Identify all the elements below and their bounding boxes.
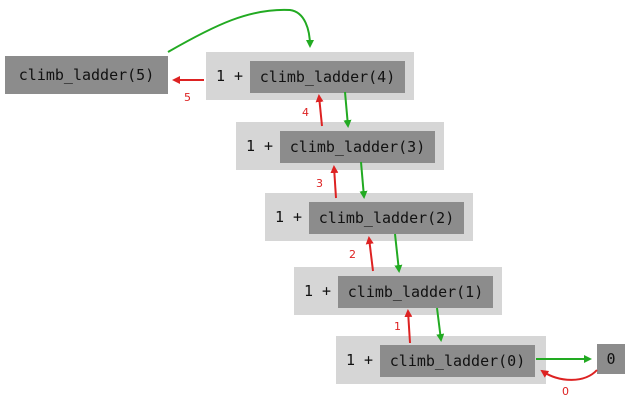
call-box-climb-ladder-0: climb_ladder(0)	[380, 345, 535, 377]
call-arrow-2-to-1	[394, 233, 403, 273]
frame-climb-ladder-4: 1 + climb_ladder(4)	[206, 52, 414, 100]
return-value-label-1: 1	[394, 320, 401, 333]
call-label: climb_ladder(1)	[347, 283, 484, 301]
frame-climb-ladder-1: 1 + climb_ladder(1)	[294, 267, 502, 315]
return-value-label-2: 2	[349, 248, 356, 261]
frame-climb-ladder-0: 1 + climb_ladder(0)	[336, 336, 546, 384]
return-arrow-3-to-4	[315, 94, 324, 127]
frame-prefix: 1 +	[275, 208, 303, 226]
call-arrow-4-to-3	[343, 91, 352, 128]
call-box-climb-ladder-3: climb_ladder(3)	[280, 131, 435, 163]
root-call-label: climb_ladder(5)	[18, 66, 155, 84]
call-arrow-5-to-4	[167, 8, 314, 53]
frame-prefix: 1 +	[246, 137, 274, 155]
return-value-label-5: 5	[184, 91, 191, 104]
call-label: climb_ladder(0)	[389, 352, 526, 370]
call-box-climb-ladder-1: climb_ladder(1)	[338, 276, 493, 308]
return-arrow-2-to-3	[330, 165, 339, 199]
frame-prefix: 1 +	[216, 67, 244, 85]
call-label: climb_ladder(4)	[259, 68, 396, 86]
return-arrow-1-to-2	[365, 236, 374, 272]
call-arrow-3-to-2	[359, 161, 368, 199]
call-arrow-1-to-0	[436, 307, 445, 342]
frame-prefix: 1 +	[346, 351, 374, 369]
base-value-label: 0	[606, 350, 616, 368]
frame-prefix: 1 +	[304, 282, 332, 300]
frame-climb-ladder-2: 1 + climb_ladder(2)	[265, 193, 473, 241]
call-box-climb-ladder-2: climb_ladder(2)	[309, 202, 464, 234]
return-value-label-3: 3	[316, 177, 323, 190]
call-label: climb_ladder(2)	[318, 209, 455, 227]
root-call-box: climb_ladder(5)	[5, 56, 168, 94]
return-arrow-0-to-1	[404, 309, 413, 344]
base-value-box: 0	[597, 344, 625, 374]
return-arrow-base-to-0	[540, 369, 598, 381]
return-value-label-0: 0	[562, 385, 569, 398]
return-value-label-4: 4	[302, 106, 309, 119]
call-label: climb_ladder(3)	[289, 138, 426, 156]
frame-climb-ladder-3: 1 + climb_ladder(3)	[236, 122, 444, 170]
call-box-climb-ladder-4: climb_ladder(4)	[250, 61, 405, 93]
